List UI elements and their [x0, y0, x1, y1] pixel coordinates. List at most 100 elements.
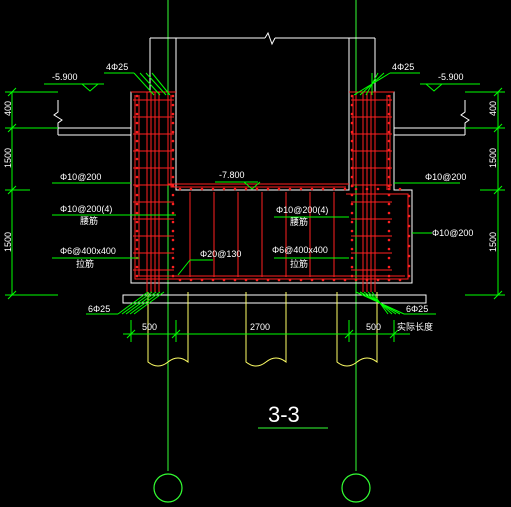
- rebar-dot: [171, 184, 175, 188]
- rebar-dot: [387, 238, 391, 242]
- rebar-dot: [407, 264, 411, 268]
- rebar-dot: [387, 265, 391, 269]
- center-label-row3: Φ6@400x400: [272, 245, 328, 255]
- left-label-row3-note: 拉筋: [76, 258, 94, 269]
- rebar-dot: [135, 193, 139, 197]
- rebar-dot: [387, 139, 391, 143]
- pile-right: [336, 292, 378, 367]
- rebar-dot: [171, 166, 175, 170]
- rebar-dot: [350, 166, 354, 170]
- rebar-dot: [233, 278, 237, 282]
- rebar-dot: [244, 187, 248, 191]
- rebar-dot: [171, 94, 175, 98]
- rebar-dot: [277, 278, 281, 282]
- level-right-top: -5.900: [438, 72, 464, 82]
- rebar-dot: [407, 214, 411, 218]
- piles: [147, 292, 378, 367]
- rebar-dot: [211, 187, 215, 191]
- wall-stirrups: [133, 99, 392, 277]
- left-label-row2: Φ10@200(4): [60, 204, 112, 214]
- rebar-dot: [135, 175, 139, 179]
- rebar-dot: [350, 220, 354, 224]
- rebar-dot: [387, 220, 391, 224]
- rebar-dot: [387, 229, 391, 233]
- rebar-dot: [350, 247, 354, 251]
- top-bar-left-label: 4Φ25: [106, 62, 128, 72]
- rebar-dot: [222, 278, 226, 282]
- dim-bottom-right: 500: [366, 322, 381, 332]
- dim-bottom-left: 500: [142, 322, 157, 332]
- rebar-dot: [387, 121, 391, 125]
- rebar-dot: [299, 278, 303, 282]
- left-label-row2-note: 腰筋: [80, 215, 98, 226]
- rebar-dot: [407, 274, 411, 278]
- rebar-dot: [135, 184, 139, 188]
- rebar-dot: [178, 278, 182, 282]
- rebar-dot: [135, 139, 139, 143]
- rebar-dot: [387, 94, 391, 98]
- rebar-dot: [171, 175, 175, 179]
- rebar-dot: [171, 103, 175, 107]
- rebar-dot: [376, 278, 380, 282]
- rebar-dot: [135, 130, 139, 134]
- rebar-dot: [171, 112, 175, 116]
- rebar-dot: [171, 148, 175, 152]
- rebar-dot: [288, 187, 292, 191]
- top-bar-right-label: 4Φ25: [392, 62, 414, 72]
- rebar-dot: [310, 278, 314, 282]
- rebar-dot: [135, 238, 139, 242]
- rebar-dot: [135, 274, 139, 278]
- rebar-dot: [387, 166, 391, 170]
- rebar-dot: [171, 130, 175, 134]
- rebar-dot: [387, 103, 391, 107]
- rebar-dot: [407, 194, 411, 198]
- rebar-dot: [387, 112, 391, 116]
- rebar-dot: [354, 187, 358, 191]
- rebar-dot: [266, 278, 270, 282]
- rebar-dot: [135, 166, 139, 170]
- rebar-dot: [233, 187, 237, 191]
- rebar-dot: [387, 130, 391, 134]
- rebar-dot: [376, 187, 380, 191]
- rebar-dot: [200, 278, 204, 282]
- rebar-dot: [343, 278, 347, 282]
- dim-right-d3: 1500: [488, 232, 498, 252]
- bottom-slab-bar-label: Φ20@130: [200, 249, 241, 259]
- left-label-row3: Φ6@400x400: [60, 246, 116, 256]
- rebar-dot: [135, 148, 139, 152]
- upper-walls: [149, 31, 376, 92]
- rebar-dot: [387, 278, 391, 282]
- rebar-dot: [350, 103, 354, 107]
- rebar-dot: [350, 184, 354, 188]
- pile-middle: [245, 292, 287, 367]
- rebar-dot: [332, 187, 336, 191]
- rebar-dot: [277, 187, 281, 191]
- rebar-dot: [135, 229, 139, 233]
- left-dimension-chain: [5, 87, 58, 300]
- rebar-dot: [387, 184, 391, 188]
- center-label-row2: Φ10@200(4): [276, 205, 328, 215]
- right-wall-bar-label: Φ10@200: [432, 228, 473, 238]
- rebar-dot: [407, 254, 411, 258]
- rebar-dot: [343, 187, 347, 191]
- rebar-dot: [135, 247, 139, 251]
- rebar-dot: [135, 112, 139, 116]
- rebar-dot: [387, 175, 391, 179]
- blinding-layer: [122, 294, 427, 304]
- rebar-dot: [321, 278, 325, 282]
- rebar-dots: [135, 94, 411, 282]
- right-dimension-chain: [465, 87, 505, 300]
- rebar-dot: [255, 187, 259, 191]
- dim-bottom-middle: 2700: [250, 322, 270, 332]
- rebar-dot: [350, 211, 354, 215]
- rebar-dot: [407, 204, 411, 208]
- axis-bubble-right: [341, 473, 371, 503]
- dim-right-d2: 1500: [488, 148, 498, 168]
- rebar-dot: [407, 244, 411, 248]
- rebar-dot: [171, 139, 175, 143]
- rebar-dot: [135, 220, 139, 224]
- rebar-dot: [135, 202, 139, 206]
- rebar-dot: [350, 157, 354, 161]
- rebar-dot: [171, 274, 175, 278]
- rebar-dot: [178, 187, 182, 191]
